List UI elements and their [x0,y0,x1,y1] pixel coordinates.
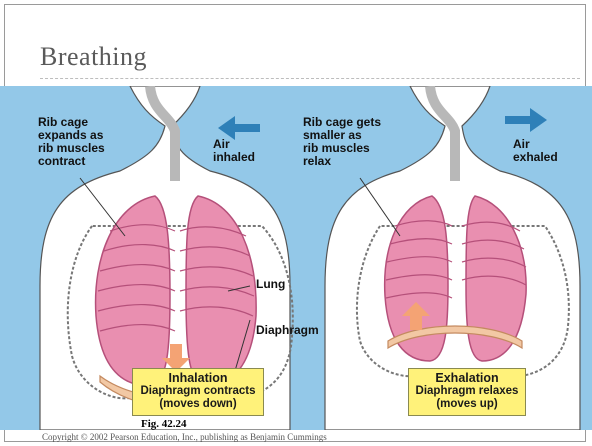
air-inhaled-label: Air inhaled [213,138,255,164]
air-exhaled-label: Air exhaled [513,138,558,164]
rib-cage-smaller-label: Rib cage gets smaller as rib muscles rel… [303,116,381,168]
copyright-notice: Copyright © 2002 Pearson Education, Inc.… [42,432,327,442]
rib-cage-expands-label: Rib cage expands as rib muscles contract [38,116,105,168]
lung-label: Lung [256,278,285,291]
exhalation-caption-text: Diaphragm relaxes (moves up) [409,385,525,411]
title-divider [40,78,580,79]
exhalation-caption: Exhalation Diaphragm relaxes (moves up) [408,368,526,416]
exhalation-caption-title: Exhalation [409,372,525,385]
slide-title: Breathing [40,42,147,72]
diaphragm-label: Diaphragm [256,324,319,337]
air-exhaled-arrow [505,108,547,132]
inhalation-caption-text: Diaphragm contracts (moves down) [133,385,263,411]
inhalation-caption: Inhalation Diaphragm contracts (moves do… [132,368,264,416]
inhalation-caption-title: Inhalation [133,372,263,385]
figure-label: Fig. 42.24 [141,418,187,430]
breathing-figure: Rib cage expands as rib muscles contract… [0,86,592,430]
